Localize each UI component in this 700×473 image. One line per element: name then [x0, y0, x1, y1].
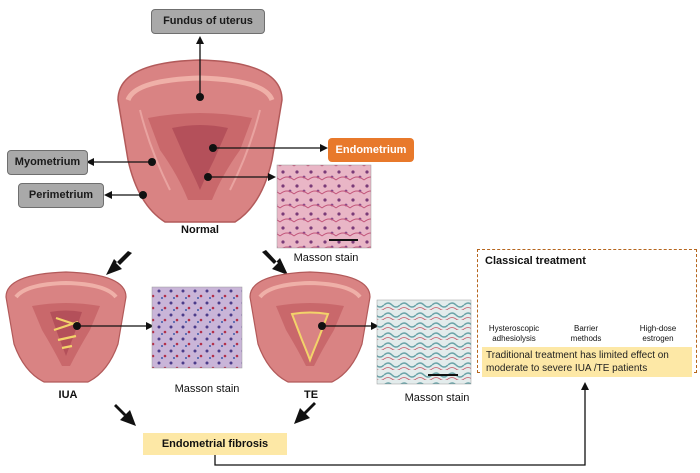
- fibrosis-to-treatment-connector: [214, 388, 586, 466]
- arrow-to-iua: [106, 251, 132, 275]
- treatment-item-label-line1: High-dose: [639, 324, 677, 333]
- te-uterus: [249, 271, 371, 383]
- endometrial-fibrosis-label: Endometrial fibrosis: [143, 433, 287, 455]
- arrow-to-te: [262, 250, 288, 275]
- myometrium-label: Myometrium: [7, 150, 88, 175]
- iua-uterus: [5, 271, 127, 383]
- te-masson-stain-image: [376, 299, 472, 385]
- treatment-item-label-line2: estrogen: [642, 334, 674, 343]
- treatment-title: Classical treatment: [485, 255, 586, 267]
- iua-label: IUA: [58, 389, 78, 401]
- fundus-label: Fundus of uterus: [151, 9, 265, 34]
- iua-masson-stain-label: Masson stain: [174, 383, 240, 395]
- normal-masson-stain-label: Masson stain: [293, 252, 359, 264]
- treatment-item-label-line2: adhesiolysis: [492, 334, 536, 343]
- treatment-item-label-line1: Barrier: [573, 324, 598, 333]
- treatment-note: Traditional treatment has limited effect…: [482, 347, 692, 377]
- treatment-item-label-line1: Hysteroscopic: [488, 324, 540, 333]
- arrow-te-to-fibrosis: [294, 402, 316, 424]
- treatment-item-estrogen: High-dose estrogen: [628, 324, 688, 344]
- classical-treatment-panel: Classical treatment Hysteroscopic adhesi…: [477, 249, 697, 377]
- treatment-item-barrier: Barrier methods: [558, 324, 614, 344]
- treatment-item-label-line2: methods: [570, 334, 602, 343]
- te-label: TE: [303, 389, 319, 401]
- normal-masson-stain-image: [276, 164, 372, 249]
- endometrium-label: Endometrium: [328, 138, 414, 162]
- perimetrium-label: Perimetrium: [18, 183, 104, 208]
- iua-masson-stain-image: [151, 286, 243, 369]
- arrow-iua-to-fibrosis: [114, 404, 136, 426]
- treatment-item-hysteroscopic: Hysteroscopic adhesiolysis: [484, 324, 544, 344]
- te-masson-stain-label: Masson stain: [404, 392, 470, 404]
- normal-uterus: [117, 59, 283, 223]
- normal-label: Normal: [181, 224, 219, 236]
- fundus-dot: [196, 93, 204, 101]
